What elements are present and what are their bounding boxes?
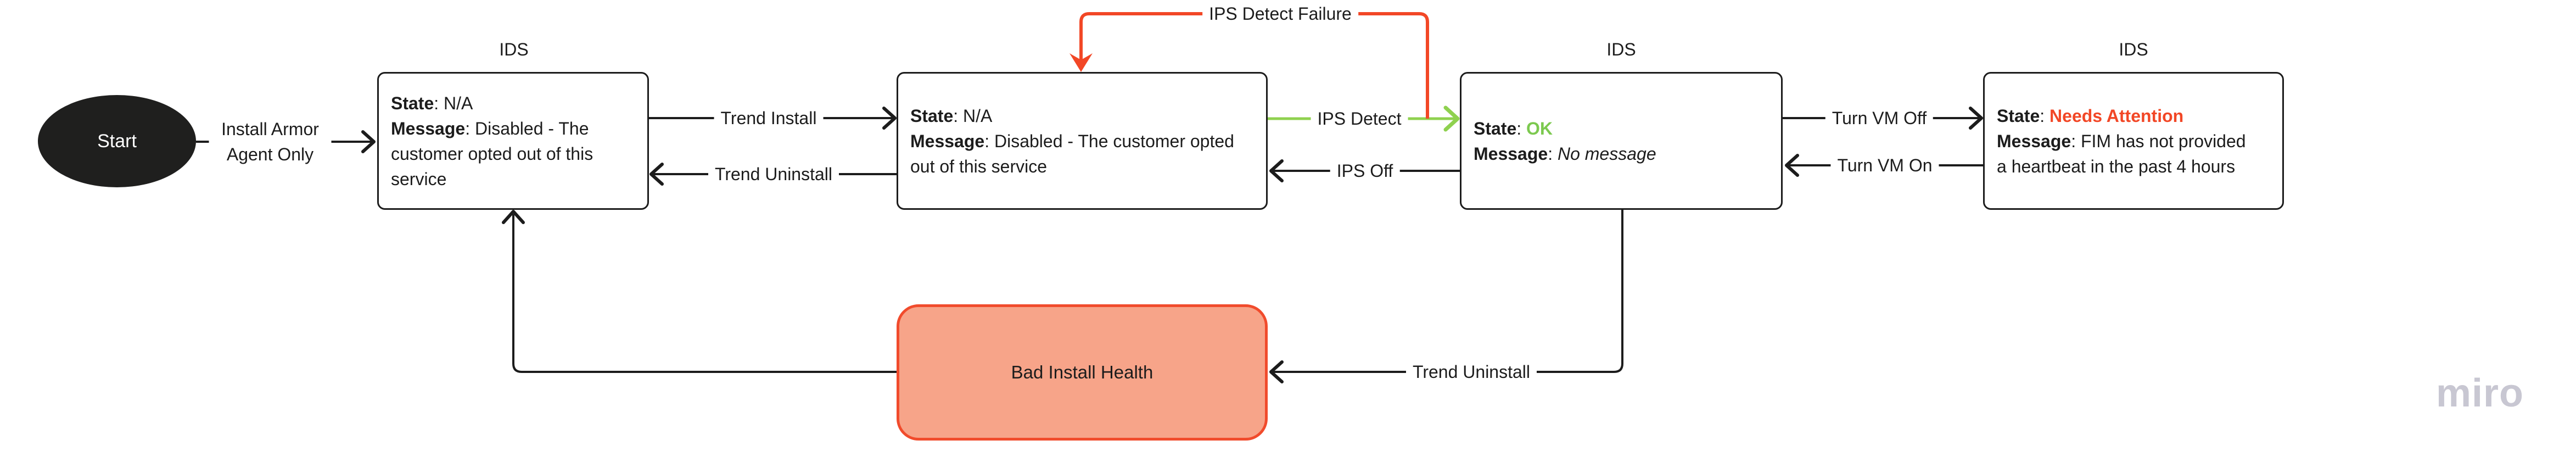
edge-label-trend-uninstall-bottom[interactable]: Trend Uninstall — [1405, 359, 1537, 385]
message-label: Message — [391, 118, 466, 138]
edge-label-ips-off[interactable]: IPS Off — [1330, 158, 1400, 183]
edge-label-ips-detect-failure[interactable]: IPS Detect Failure — [1202, 1, 1358, 26]
state-box-content: State: N/A Message: Disabled - The custo… — [910, 105, 1234, 176]
state-label: State — [391, 93, 434, 113]
state-value: OK — [1526, 118, 1553, 138]
edge-label-install-armor-agent-only[interactable]: Install Armor Agent Only — [209, 116, 332, 167]
arrowhead-trend-install — [882, 107, 897, 130]
node-title-ids-3[interactable]: IDS — [1606, 40, 1636, 59]
message-label: Message — [910, 131, 985, 151]
edge-label-trend-install[interactable]: Trend Install — [714, 105, 824, 131]
bad-install-health-label: Bad Install Health — [1011, 362, 1153, 382]
message-value: No message — [1557, 143, 1656, 164]
arrowhead-ips-off — [1269, 159, 1284, 182]
miro-watermark: miro — [2436, 371, 2524, 415]
edge-bad-to-box1-line[interactable] — [512, 214, 897, 373]
arrowhead-trend-uninstall-bottom — [1269, 360, 1284, 383]
state-box-disabled-2[interactable]: State: N/A Message: Disabled - The custo… — [897, 72, 1268, 210]
state-label: State — [1474, 118, 1517, 138]
edge-label-turn-vm-off[interactable]: Turn VM Off — [1825, 105, 1934, 131]
arrowhead-turn-vm-off — [1969, 107, 1983, 130]
state-box-needs-attention[interactable]: State: Needs Attention Message: FIM has … — [1983, 72, 2284, 210]
node-title-ids-4[interactable]: IDS — [2119, 40, 2148, 59]
node-title-ids-1[interactable]: IDS — [499, 40, 529, 59]
edge-trend-uninstall-bottom-line[interactable] — [1273, 210, 1623, 373]
edge-label-turn-vm-on[interactable]: Turn VM On — [1830, 153, 1939, 178]
state-label: State — [910, 105, 954, 126]
state-label: State — [1997, 105, 2040, 126]
arrowhead-ips-detect — [1443, 105, 1460, 132]
state-value: N/A — [444, 93, 473, 113]
message-label: Message — [1997, 131, 2071, 151]
arrowhead-trend-uninstall-top — [649, 163, 664, 186]
edge-label-ips-detect[interactable]: IPS Detect — [1311, 106, 1408, 131]
message-value: Disabled - The customer opted out of thi… — [391, 118, 593, 189]
arrowhead-ips-detect-failure — [1069, 53, 1093, 72]
arrowhead-install — [361, 130, 376, 153]
message-value: Disabled - The customer opted out of thi… — [910, 131, 1234, 176]
message-value: FIM has not provided a heartbeat in the … — [1997, 131, 2246, 176]
state-box-content: State: OK Message: No message — [1474, 118, 1656, 164]
start-label: Start — [97, 130, 137, 152]
start-node[interactable]: Start — [38, 95, 196, 187]
arrowhead-turn-vm-on — [1785, 154, 1799, 177]
state-value: N/A — [963, 105, 993, 126]
state-box-content: State: Needs Attention Message: FIM has … — [1997, 105, 2246, 176]
edge-label-trend-uninstall-top[interactable]: Trend Uninstall — [708, 161, 839, 187]
bad-install-health-node[interactable]: Bad Install Health — [897, 304, 1268, 441]
state-box-disabled-1[interactable]: State: N/A Message: Disabled - The custo… — [377, 72, 649, 210]
message-label: Message — [1474, 143, 1548, 164]
state-box-ok[interactable]: State: OK Message: No message — [1460, 72, 1783, 210]
arrowhead-bad-to-box1 — [502, 210, 525, 224]
state-value: Needs Attention — [2049, 105, 2184, 126]
state-box-content: State: N/A Message: Disabled - The custo… — [391, 93, 593, 189]
